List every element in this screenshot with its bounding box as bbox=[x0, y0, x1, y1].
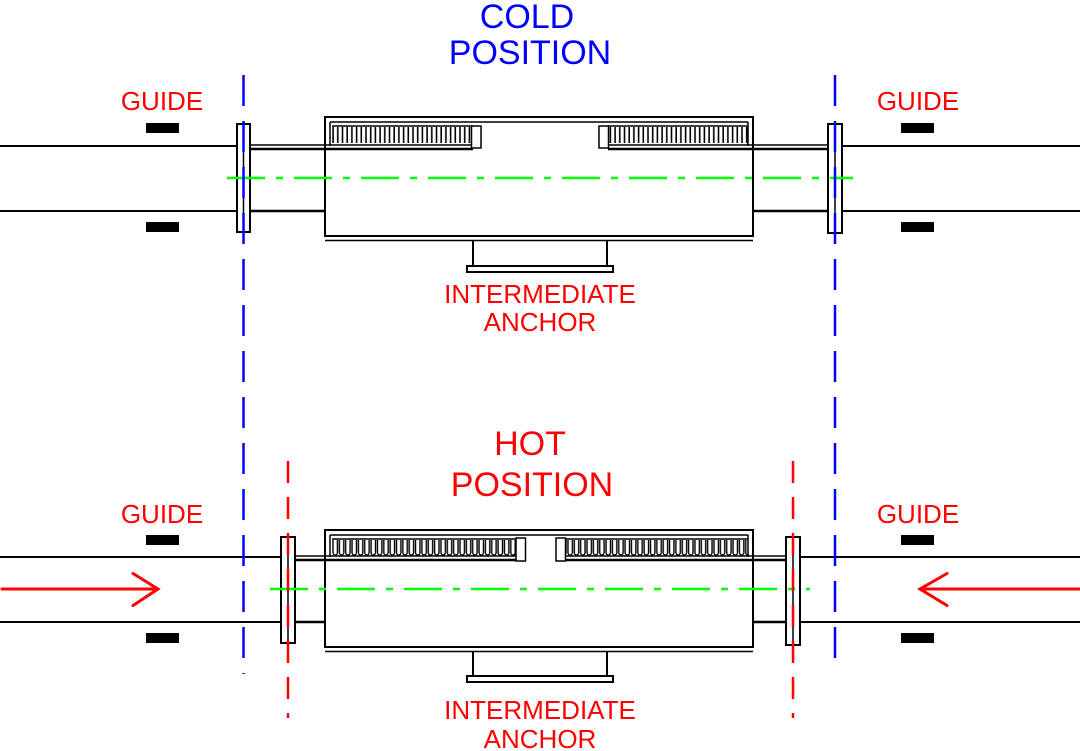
cold-right-guide-label: GUIDE bbox=[877, 86, 959, 116]
hot-bellows-right-collar bbox=[555, 537, 567, 562]
hot-right-guide-block-top bbox=[901, 535, 934, 545]
hot-left-guide-label: GUIDE bbox=[121, 499, 203, 529]
cold-bellows-left-collar bbox=[470, 125, 482, 149]
cold-left-guide-label: GUIDE bbox=[121, 86, 203, 116]
hot-right-guide-block-bottom bbox=[901, 633, 934, 643]
left-thermal-movement-arrow-icon bbox=[0, 572, 161, 607]
cold-left-guide-block-bottom bbox=[146, 222, 179, 232]
hot-left-guide-block-bottom bbox=[146, 633, 179, 643]
cold-bellows-left-convolutions bbox=[332, 127, 472, 143]
hot-anchor-label-line2: ANCHOR bbox=[484, 724, 597, 751]
hot-bellows-left-collar bbox=[515, 537, 527, 562]
hot-bellows-left-convolutions bbox=[332, 540, 516, 558]
hot-title-line2: POSITION bbox=[451, 466, 613, 504]
hot-diagram bbox=[0, 529, 1080, 683]
cold-bellows-right-convolutions bbox=[608, 127, 748, 143]
cold-anchor-label-line1: INTERMEDIATE bbox=[444, 279, 636, 309]
cold-diagram bbox=[0, 116, 1080, 273]
hot-title-line1: HOT bbox=[494, 425, 566, 463]
hot-left-guide-block-top bbox=[146, 535, 179, 545]
cold-anchor-label-line2: ANCHOR bbox=[484, 307, 597, 337]
hot-right-guide-label: GUIDE bbox=[877, 499, 959, 529]
cold-bellows-right-collar bbox=[598, 125, 610, 149]
hot-anchor-label-line1: INTERMEDIATE bbox=[444, 695, 636, 725]
cold-right-guide-block-top bbox=[901, 123, 934, 133]
cold-left-guide-block-top bbox=[146, 123, 179, 133]
hot-anchor-base-plate bbox=[466, 675, 614, 683]
hot-bellows-right-convolutions bbox=[565, 540, 748, 558]
cold-title-line1: COLD bbox=[480, 0, 574, 36]
right-thermal-movement-arrow-icon bbox=[917, 572, 1080, 607]
cold-right-guide-block-bottom bbox=[901, 222, 934, 232]
cold-title-line2: POSITION bbox=[449, 34, 611, 72]
cold-anchor-base-plate bbox=[466, 265, 614, 273]
